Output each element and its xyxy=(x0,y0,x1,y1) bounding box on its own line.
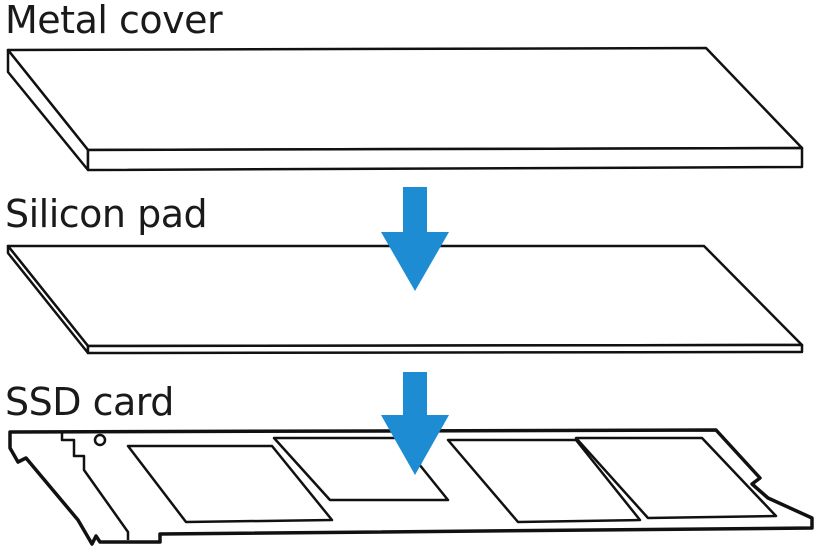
metal-cover-label: Metal cover xyxy=(5,0,223,42)
metal-cover xyxy=(6,46,804,172)
silicon-pad-front-side xyxy=(86,343,804,355)
ssd-connector-edge xyxy=(60,432,130,540)
ssd-chip-4 xyxy=(574,436,778,520)
ssd-card xyxy=(8,428,814,546)
ssd-chip-1 xyxy=(126,444,334,524)
ssd-chip-3 xyxy=(446,438,642,524)
silicon-pad-label: Silicon pad xyxy=(5,192,208,236)
down-arrow-icon xyxy=(381,372,449,475)
metal-cover-top-face xyxy=(6,46,804,152)
metal-cover-front-side xyxy=(86,146,804,172)
ssd-card-label: SSD card xyxy=(5,380,174,424)
down-arrow-icon xyxy=(381,187,449,291)
silicon-pad xyxy=(6,244,804,355)
ssd-screw-hole xyxy=(93,433,107,447)
